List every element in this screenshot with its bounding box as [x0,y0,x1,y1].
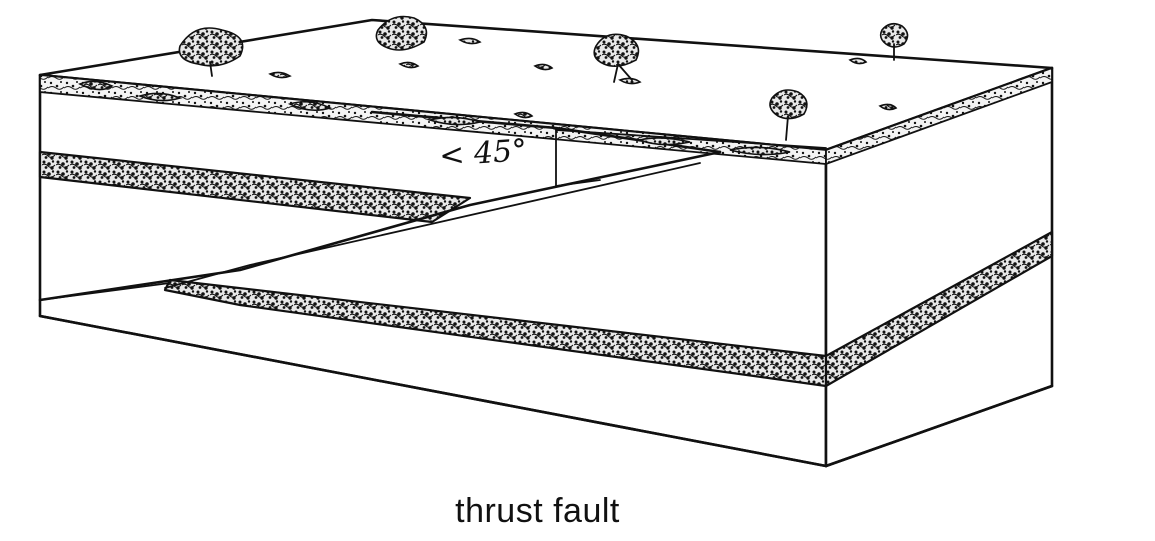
surface-debris [78,37,898,156]
tree-3 [593,33,640,83]
upper-bed-hanging-wall [38,150,472,224]
tree-1 [178,27,244,77]
diagram-caption: thrust fault [455,492,620,530]
tree-2 [375,15,428,51]
lower-bed-side [824,230,1054,388]
fault-trace-top [555,129,827,149]
tree-5 [879,22,909,61]
front-bottom-edge [38,314,828,468]
side-top-soil-band [825,66,1053,166]
fault-angle-label: < 45° [438,133,528,174]
angle-reference-base [555,179,601,187]
tree-4 [769,89,808,141]
thrust-fault-plane [38,150,722,302]
thrust-fault-plane-inner [164,162,701,289]
side-bottom-edge [824,384,1054,468]
